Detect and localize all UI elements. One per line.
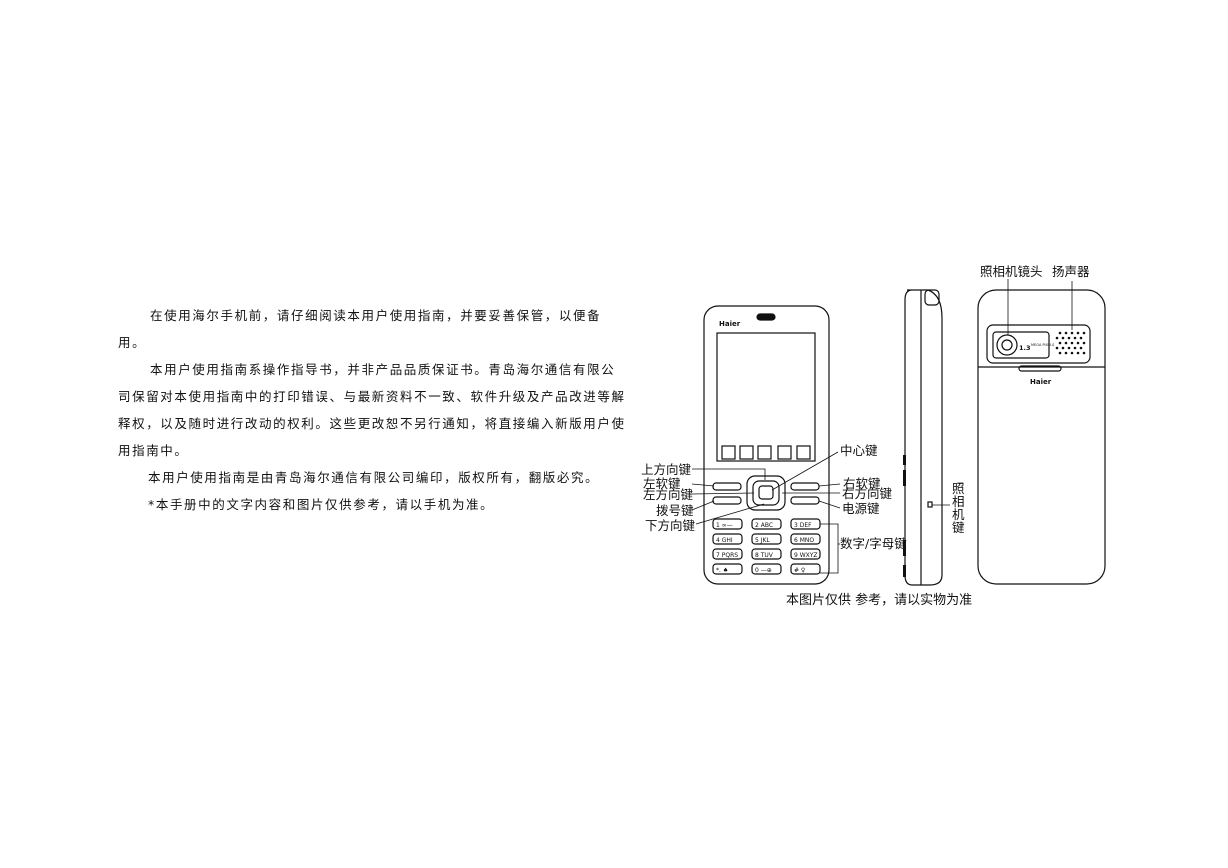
leader-lines — [691, 279, 1073, 574]
label-power-key: 电源键 — [842, 501, 880, 516]
camera-module — [986, 324, 1091, 364]
camera-badge: 1.3 — [1019, 344, 1031, 352]
dial-key — [712, 496, 742, 505]
label-dial-key: 拨号键 — [656, 503, 694, 518]
figure-caption: 本图片仅供 参考，请以实物为准 — [786, 592, 972, 608]
paragraph-3: 本用户使用指南是由青岛海尔通信有限公司编印，版权所有，翻版必究。 — [148, 470, 600, 485]
key-star: *. ♠ — [716, 567, 728, 574]
speaker-grille — [1055, 331, 1086, 355]
key-5: 5 JKL — [755, 537, 770, 544]
key-hash: # ♀ — [794, 567, 805, 574]
nav-pad-inner — [752, 480, 780, 506]
brand-front: Haier — [719, 320, 741, 328]
contacts-icon — [757, 445, 772, 460]
key-1: 1 ∞— — [716, 522, 733, 529]
side-grip — [903, 455, 906, 577]
label-camera-key-3: 机 — [952, 507, 965, 522]
label-right-key: 右方向键 — [842, 486, 893, 501]
book-icon — [796, 445, 811, 460]
brand-back: Haier — [1030, 378, 1052, 386]
label-down-key: 下方向键 — [645, 518, 696, 533]
message-icon — [777, 445, 792, 460]
paragraph-4: *本手册中的文字内容和图片仅供参考，请以手机为准。 — [148, 497, 495, 512]
phone-side-body — [904, 289, 943, 586]
label-camera-key-4: 键 — [952, 520, 965, 535]
camera-side-key — [927, 501, 933, 508]
key-8: 8 TUV — [755, 552, 774, 559]
phone-front-body — [703, 305, 830, 585]
side-top-cap — [924, 289, 940, 306]
keypad — [712, 518, 821, 575]
left-soft-key — [712, 482, 742, 491]
key-4: 4 GHI — [716, 537, 733, 544]
back-slot — [1018, 365, 1062, 372]
key-7: 7 PQRS — [716, 552, 738, 559]
intro-text: 在使用海尔手机前，请仔细阅读本用户使用指南，并要妥善保管，以便备用。 本用户使用… — [118, 302, 628, 518]
key-6: 6 MNO — [794, 537, 814, 544]
key-9: 9 WXYZ — [794, 552, 818, 559]
home-icon — [721, 445, 736, 460]
label-center-key: 中心键 — [840, 443, 878, 458]
center-key — [758, 485, 774, 500]
label-up-key: 上方向键 — [641, 462, 692, 477]
label-number-key: 数字/字母键 — [840, 536, 907, 551]
label-camera-key-1: 照 — [952, 481, 965, 496]
label-camera-lens: 照相机镜头 — [980, 264, 1043, 279]
key-labels: 1 ∞— 2 ABC 3 DEF 4 GHI 5 JKL 6 MNO 7 PQR… — [716, 522, 818, 574]
camera-badge-sub: MEGA PIXELS — [1031, 343, 1055, 347]
key-0: 0 —⊕ — [755, 567, 772, 574]
paragraph-2: 本用户使用指南系操作指导书，并非产品品质保证书。青岛海尔通信有限公司保留对本使用… — [118, 362, 626, 458]
label-right-soft-key: 右软键 — [843, 476, 881, 491]
label-speaker: 扬声器 — [1052, 264, 1090, 279]
power-key — [790, 496, 820, 505]
label-left-soft-key: 左软键 — [643, 476, 681, 491]
label-left-key: 左方向键 — [643, 487, 694, 502]
paragraph-1: 在使用海尔手机前，请仔细阅读本用户使用指南，并要妥善保管，以便备用。 — [118, 308, 602, 350]
key-3: 3 DEF — [794, 522, 812, 529]
phone-screen — [716, 332, 816, 462]
right-soft-key — [790, 482, 820, 491]
label-camera-key-2: 相 — [952, 494, 965, 509]
call-icon — [739, 445, 754, 460]
phone-back-body — [977, 289, 1106, 585]
earpiece — [756, 313, 776, 321]
key-2: 2 ABC — [755, 522, 773, 529]
camera-lens — [996, 334, 1018, 356]
